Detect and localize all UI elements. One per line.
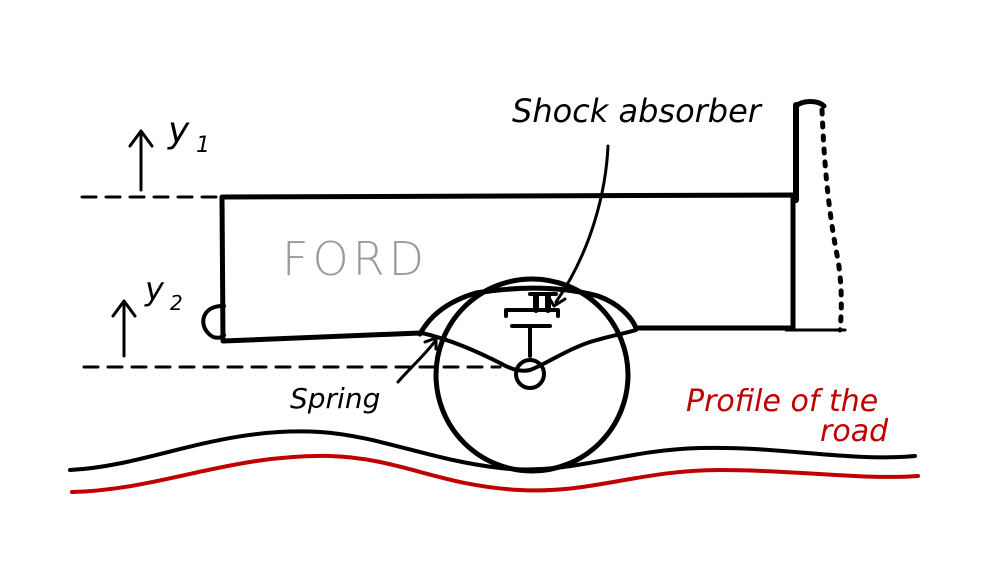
shock-absorber-leader-arrow — [546, 294, 567, 308]
y2-label: y — [144, 270, 165, 308]
y2-subscript: 2 — [170, 291, 183, 315]
wheel-arch — [417, 285, 639, 337]
road-profile-label-line2: road — [820, 414, 889, 449]
y1-label: y — [167, 110, 190, 151]
wheel — [433, 276, 631, 474]
car-brand: FORD — [282, 232, 428, 286]
leaf-spring — [420, 328, 638, 373]
y1-arrow — [128, 129, 154, 192]
axle — [514, 358, 546, 390]
rear-window-dashes — [819, 107, 844, 333]
spring-leader-arrow — [423, 336, 438, 351]
car-body — [219, 192, 796, 344]
rear-post-cap — [793, 99, 827, 109]
y2-arrow — [111, 299, 137, 358]
shock-absorber-leader — [554, 144, 610, 304]
road-profile-label-line1: Profile of the — [686, 384, 878, 419]
road-profile — [70, 453, 920, 494]
spring-leader — [396, 338, 438, 384]
road-surface — [68, 429, 917, 472]
spring-label: Spring — [290, 382, 380, 415]
shock-absorber — [504, 292, 560, 358]
y1-subscript: 1 — [196, 133, 210, 158]
shock-absorber-label: Shock absorber — [512, 92, 763, 130]
bumper — [201, 303, 226, 340]
